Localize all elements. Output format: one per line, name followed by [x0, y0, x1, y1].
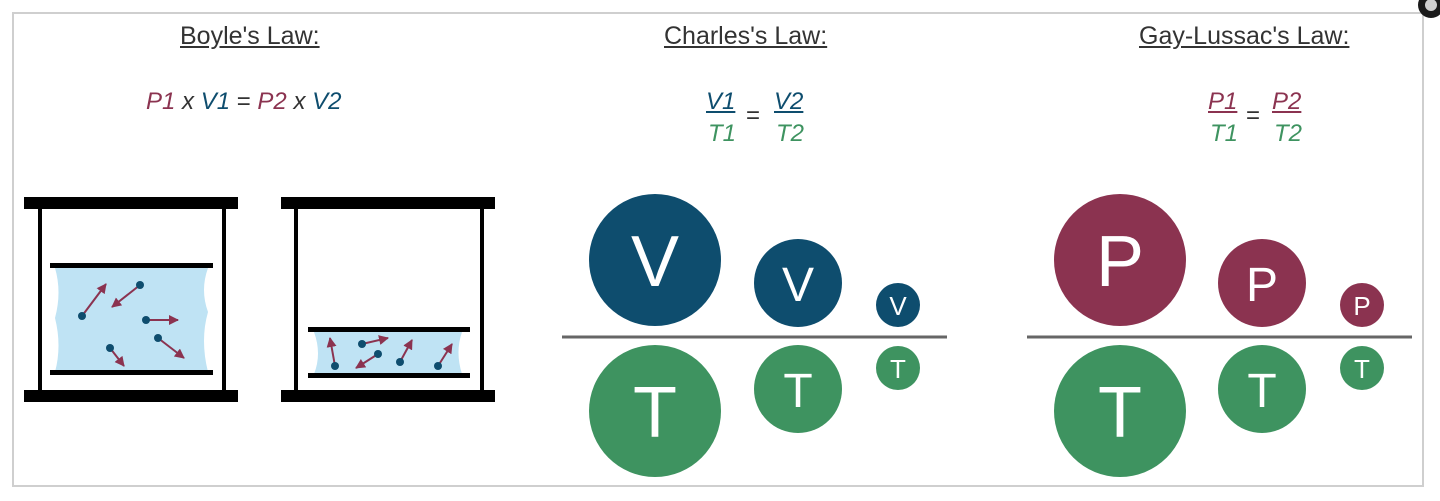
boyles-law-equation: P1 x V1 = P2 x V2: [146, 88, 341, 116]
gas-volume: [314, 332, 462, 374]
temperature-letter: T: [783, 365, 812, 418]
volume-letter: V: [631, 222, 679, 302]
temperature-letter: T: [633, 373, 677, 453]
piston: [50, 263, 213, 268]
molecule: [434, 362, 442, 370]
t1-denominator: T1: [708, 120, 737, 147]
gas-volume: [55, 268, 208, 372]
molecule: [106, 344, 114, 352]
charles-law-circles: V V V T T T: [562, 194, 947, 477]
equals-sign: =: [746, 102, 761, 129]
temperature-circle-medium: [754, 345, 842, 433]
equals-sign: =: [1246, 102, 1261, 129]
pressure-letter: P: [1246, 259, 1278, 312]
p1-numerator: P1: [1208, 88, 1238, 115]
molecule-arrow: [326, 337, 337, 367]
temperature-letter: T: [1354, 354, 1370, 384]
left-wall: [38, 209, 42, 390]
p2-numerator: P2: [1272, 88, 1302, 115]
close-icon[interactable]: [1418, 0, 1440, 18]
temperature-circle-small: [1340, 346, 1384, 390]
temperature-letter: T: [1247, 365, 1276, 418]
pressure-letter: P: [1353, 291, 1370, 321]
v1-term: V1: [200, 88, 231, 115]
boyle-container-compressed: [281, 197, 495, 402]
volume-circle-large: [589, 194, 721, 326]
temperature-circle-medium: [1218, 345, 1306, 433]
v1-numerator: V1: [706, 88, 736, 115]
piston-base: [308, 373, 470, 378]
top-plate: [24, 197, 238, 209]
volume-letter: V: [782, 259, 814, 312]
molecule: [142, 316, 150, 324]
molecule: [374, 350, 382, 358]
piston: [308, 327, 470, 332]
boyle-container-large: [24, 197, 238, 402]
molecule-arrow: [399, 339, 413, 363]
left-wall: [294, 209, 298, 390]
molecule: [154, 334, 162, 342]
volume-circle-small: [876, 283, 920, 327]
p1-term: P1: [146, 88, 176, 115]
right-wall: [222, 209, 226, 390]
temperature-circle-small: [876, 346, 920, 390]
temperature-circle-large: [1054, 345, 1186, 477]
boyles-law-title: Boyle's Law:: [180, 22, 320, 50]
pressure-letter: P: [1096, 222, 1144, 302]
molecule: [396, 358, 404, 366]
pressure-circle-large: [1054, 194, 1186, 326]
piston-base: [50, 370, 213, 375]
molecule-arrow: [361, 335, 389, 345]
gay-lussac-law-title: Gay-Lussac's Law:: [1139, 22, 1350, 50]
molecule: [331, 362, 339, 370]
bottom-plate: [281, 390, 495, 402]
bottom-plate: [24, 390, 238, 402]
top-plate: [281, 197, 495, 209]
t2-denominator: T2: [1274, 120, 1303, 147]
times-sign: x: [182, 88, 195, 115]
molecule-arrow: [355, 353, 379, 369]
v2-term: V2: [312, 88, 342, 115]
times-sign: x: [293, 88, 306, 115]
charles-law-title: Charles's Law:: [664, 22, 828, 50]
pressure-circle-small: [1340, 283, 1384, 327]
pressure-circle-medium: [1218, 239, 1306, 327]
volume-circle-medium: [754, 239, 842, 327]
temperature-circle-large: [589, 345, 721, 477]
equals-sign: =: [236, 88, 251, 115]
molecule-arrow: [111, 284, 141, 308]
temperature-letter: T: [890, 354, 906, 384]
molecule: [78, 312, 86, 320]
right-wall: [480, 209, 484, 390]
v2-numerator: V2: [774, 88, 804, 115]
molecule-arrow: [81, 283, 107, 317]
volume-letter: V: [889, 291, 907, 321]
gay-lussac-law-circles: P P P T T T: [1027, 194, 1412, 477]
p2-term: P2: [257, 88, 287, 115]
temperature-letter: T: [1098, 373, 1142, 453]
t1-denominator: T1: [1210, 120, 1239, 147]
molecule-arrow: [157, 337, 185, 359]
molecule-arrow: [437, 343, 453, 367]
t2-denominator: T2: [776, 120, 805, 147]
molecule: [358, 340, 366, 348]
molecule: [136, 281, 144, 289]
